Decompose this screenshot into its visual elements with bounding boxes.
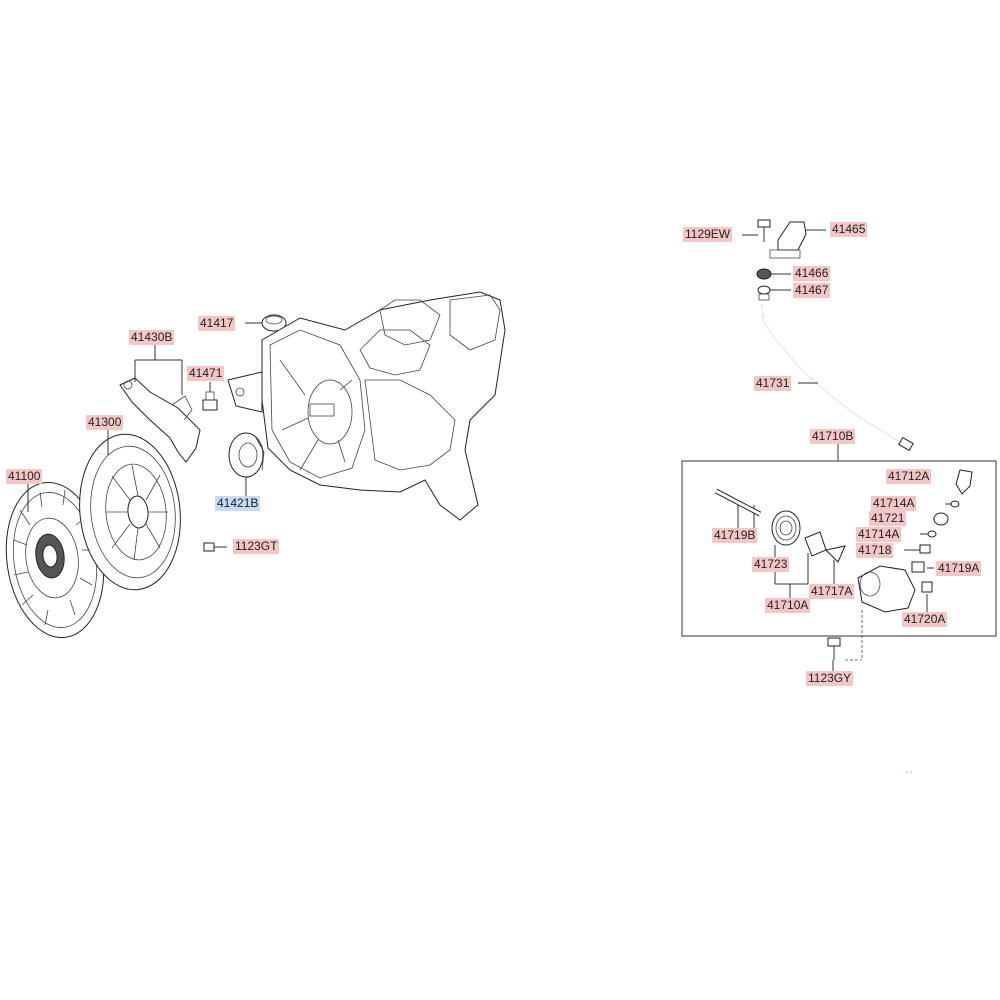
stray-mark: ' ': [906, 770, 912, 780]
label-41471[interactable]: 41471: [187, 366, 225, 381]
bolt-1123gy[interactable]: [827, 637, 841, 660]
label-41466[interactable]: 41466: [793, 266, 831, 281]
o-ring-lower[interactable]: [927, 530, 937, 538]
label-1129ew[interactable]: 1129EW: [683, 227, 733, 242]
assembly-box-41710b: [681, 460, 997, 637]
o-ring-upper[interactable]: [950, 500, 960, 508]
label-41731[interactable]: 41731: [754, 376, 792, 391]
bleeder-valve[interactable]: [955, 469, 973, 495]
label-41430b[interactable]: 41430B: [129, 330, 175, 345]
label-41421b[interactable]: 41421B: [215, 496, 261, 511]
label-41712a[interactable]: 41712A: [886, 469, 932, 484]
label-41710a[interactable]: 41710A: [765, 598, 811, 613]
label-41710b[interactable]: 41710B: [810, 429, 856, 444]
part-41720a[interactable]: [921, 581, 933, 593]
label-41719b[interactable]: 41719B: [712, 528, 758, 543]
clutch-disc[interactable]: [0, 476, 113, 644]
bolt-1129ew[interactable]: [757, 219, 771, 242]
transaxle-assembly: [227, 291, 506, 521]
washer-41467[interactable]: [757, 285, 771, 301]
label-41721[interactable]: 41721: [869, 511, 907, 526]
clutch-tube[interactable]: [761, 301, 914, 452]
label-41720a[interactable]: 41720A: [902, 612, 948, 627]
bracket[interactable]: [769, 221, 807, 259]
label-41467[interactable]: 41467: [793, 283, 831, 298]
label-41717a[interactable]: 41717A: [809, 584, 855, 599]
cylinder-body[interactable]: [845, 565, 916, 661]
label-41465[interactable]: 41465: [830, 222, 868, 237]
label-1123gt[interactable]: 1123GT: [233, 539, 280, 554]
label-41417[interactable]: 41417: [198, 316, 236, 331]
label-41723[interactable]: 41723: [752, 557, 790, 572]
piston[interactable]: [804, 531, 827, 557]
cylinder-boot[interactable]: [771, 510, 801, 546]
plug-41719a[interactable]: [911, 561, 925, 573]
label-41714a-upper[interactable]: 41714A: [871, 496, 917, 511]
fork-pivot[interactable]: [202, 391, 218, 411]
bolt-1123gt[interactable]: [203, 542, 227, 552]
cylinder-parts: [714, 469, 973, 661]
label-41719a[interactable]: 41719A: [936, 561, 982, 576]
nut-41466[interactable]: [756, 268, 772, 280]
label-41714a-lower[interactable]: 41714A: [856, 527, 902, 542]
label-1123gy[interactable]: 1123GY: [806, 671, 854, 686]
push-rod[interactable]: [714, 488, 762, 517]
label-41718[interactable]: 41718: [856, 543, 894, 558]
release-bearing[interactable]: [228, 432, 265, 478]
leader-lines-right: [737, 229, 962, 673]
cap-41721[interactable]: [933, 512, 949, 526]
leader-lines-left: [27, 322, 262, 512]
cup-seal[interactable]: [824, 545, 846, 563]
fitting-41718[interactable]: [919, 544, 931, 554]
fork-boot[interactable]: [261, 314, 287, 332]
label-41100[interactable]: 41100: [6, 469, 43, 484]
label-41300[interactable]: 41300: [86, 415, 124, 430]
clutch-cover[interactable]: [72, 429, 188, 595]
release-fork[interactable]: [119, 377, 201, 463]
